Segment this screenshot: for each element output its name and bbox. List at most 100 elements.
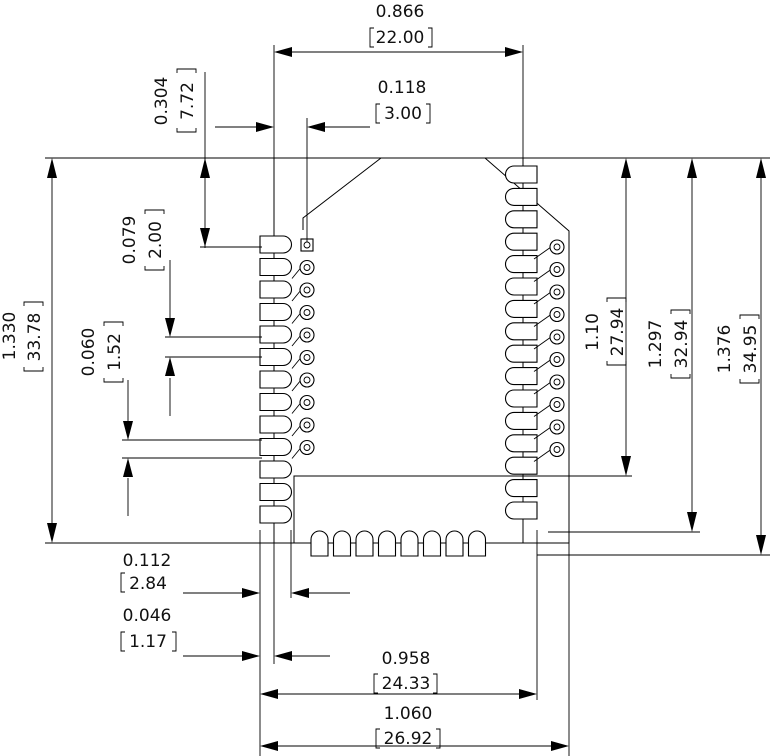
dim-overall-width-mm: 22.00 (376, 28, 425, 48)
via (550, 240, 564, 254)
right-pad (506, 233, 538, 250)
dim-pin1-offset-y-mm: 2.00 (146, 221, 166, 259)
right-pad (506, 300, 538, 317)
via (550, 398, 564, 412)
dim-total-width-mm: 26.92 (384, 729, 433, 749)
dim-top-to-first-pin-in: 0.304 (152, 77, 172, 126)
dim-overall-width-in: 0.866 (376, 2, 425, 22)
arrowhead (687, 512, 697, 532)
left-pad (260, 506, 292, 523)
via (300, 373, 314, 387)
bottom-pad (379, 531, 396, 556)
arrowhead (291, 588, 309, 598)
left-pad (260, 304, 292, 321)
dim-height-overall-mm: 33.78 (25, 313, 45, 362)
arrowhead (519, 689, 537, 699)
dim-pad-edge-in: 0.046 (123, 606, 172, 626)
left-via-column (292, 239, 314, 459)
left-pad (260, 484, 292, 501)
right-pad (506, 502, 538, 519)
right-pad (506, 256, 538, 273)
via (300, 283, 314, 297)
dim-pin-offset-x-mm: 3.00 (384, 104, 422, 124)
arrowhead (307, 122, 325, 132)
right-via-column (534, 240, 564, 462)
right-pad (506, 211, 538, 228)
arrowhead (200, 228, 210, 247)
bottom-pad (356, 531, 373, 556)
arrowhead (260, 741, 278, 751)
dim-height-right2-mm: 34.95 (741, 325, 761, 374)
dim-pin-pitch-in: 0.060 (79, 328, 99, 377)
via (550, 375, 564, 389)
arrowhead (621, 456, 631, 476)
dim-pin1-offset-y-in: 0.079 (120, 216, 140, 265)
arrowhead (274, 651, 292, 661)
arrowhead (242, 651, 260, 661)
via (300, 418, 314, 432)
arrowhead (165, 318, 175, 337)
right-pad (506, 166, 538, 183)
arrowhead (256, 122, 274, 132)
via (550, 263, 564, 277)
left-pad (260, 439, 292, 456)
bottom-pad (469, 531, 486, 556)
bottom-pad (401, 531, 418, 556)
via (550, 308, 564, 322)
via (550, 420, 564, 434)
dim-pin-offset-x-in: 0.118 (378, 78, 427, 98)
arrowhead (621, 158, 631, 178)
right-pad (506, 345, 538, 362)
right-pad (506, 435, 538, 452)
via (550, 285, 564, 299)
dim-pin-pitch-mm: 1.52 (105, 333, 125, 371)
bottom-pad (424, 531, 441, 556)
left-pad (260, 349, 292, 366)
arrowhead (123, 458, 133, 477)
left-pad (260, 281, 292, 298)
dim-pin-span-right-mm: 27.94 (608, 308, 628, 357)
dim-height-right1-mm: 32.94 (672, 320, 692, 369)
via (300, 351, 314, 365)
dim-height-right2-in: 1.376 (715, 325, 735, 374)
dim-total-width-in: 1.060 (384, 704, 433, 724)
left-pad (260, 416, 292, 433)
via (300, 441, 314, 455)
right-pad (506, 323, 538, 340)
right-pad (506, 480, 538, 497)
dim-pad-offset-mm: 2.84 (129, 574, 167, 594)
left-pad-row (260, 236, 292, 523)
arrowhead (551, 741, 569, 751)
arrowhead (242, 588, 260, 598)
arrowhead (260, 689, 278, 699)
arrowhead (756, 535, 766, 555)
left-pad (260, 371, 292, 388)
left-pad (260, 461, 292, 478)
arrowhead (687, 158, 697, 178)
via (550, 353, 564, 367)
left-pad (260, 394, 292, 411)
module-outline (274, 158, 632, 543)
arrowhead (505, 47, 523, 57)
via (300, 396, 314, 410)
arrowhead (123, 421, 133, 440)
right-pad (506, 457, 538, 474)
dim-pad-edge-mm: 1.17 (129, 632, 167, 652)
bottom-pad (311, 531, 328, 556)
dim-pad-offset-in: 0.112 (123, 551, 172, 571)
left-pad (260, 259, 292, 276)
left-pad (260, 236, 292, 253)
via (300, 306, 314, 320)
right-pad (506, 390, 538, 407)
arrowhead (165, 357, 175, 376)
via (550, 443, 564, 457)
via (300, 328, 314, 342)
arrowhead (47, 523, 57, 543)
bottom-pad (334, 531, 351, 556)
right-pad (506, 188, 538, 205)
arrowhead (47, 158, 57, 178)
dim-height-overall-in: 1.330 (0, 312, 20, 361)
dim-height-right1-in: 1.297 (646, 320, 666, 369)
arrowhead (274, 47, 292, 57)
